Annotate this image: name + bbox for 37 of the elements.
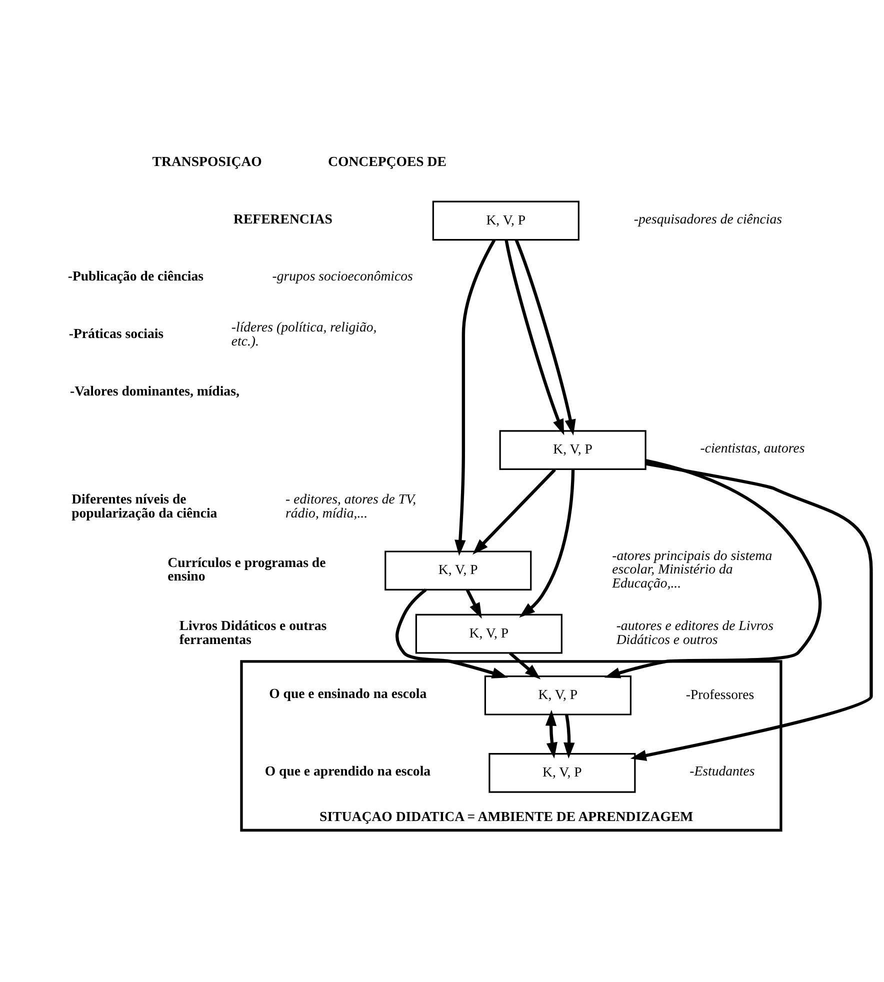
label: - editores, atores de TV, rádio, mídia,... [286,491,416,520]
arrow [545,709,558,758]
node-box: K, V, P [432,200,580,240]
label: -Publicação de ciências [68,268,204,284]
label: -líderes (política, religião, etc.). [231,319,377,348]
label: TRANSPOSIÇAO [152,153,262,168]
arrow [466,588,482,618]
label: -pesquisadores de ciências [634,210,782,226]
node-box: K, V, P [384,550,532,590]
label: -Professores [686,686,754,702]
arrow [508,651,541,679]
node-box: K, V, P [415,613,562,654]
label: -Estudantes [690,762,755,778]
arrow [514,238,576,435]
label: -grupos socioeconômicos [272,268,413,284]
label: O que e aprendido na escola [264,762,431,778]
node-box: K, V, P [499,430,646,470]
label: Currículos e programas de ensino [168,554,326,584]
label: REFERENCIAS [234,210,332,226]
label: -atores principais do sistema escolar, Ministério da Educação,... [612,547,772,590]
arrow [519,469,575,618]
label: Diferentes níveis de popularização da ciência [72,491,218,520]
node-box: K, V, P [484,674,632,715]
label: CONCEPÇOES DE [328,153,446,168]
label: -cientistas, autores [700,440,805,456]
arrow [564,714,575,758]
arrow [504,239,564,435]
label: -Valores dominantes, mídias, [70,382,240,398]
arrow [454,238,496,556]
label: -autores e editores de Livros Didáticos e outros [616,617,774,646]
arrow [472,468,556,554]
label: O que e ensinado na escola [269,685,427,700]
label: Livros Didáticos e outras ferramentas [179,617,327,646]
node-box: K, V, P [488,752,636,792]
arrow [630,462,873,760]
label: -Práticas sociais [68,325,164,340]
arrow [604,458,822,678]
